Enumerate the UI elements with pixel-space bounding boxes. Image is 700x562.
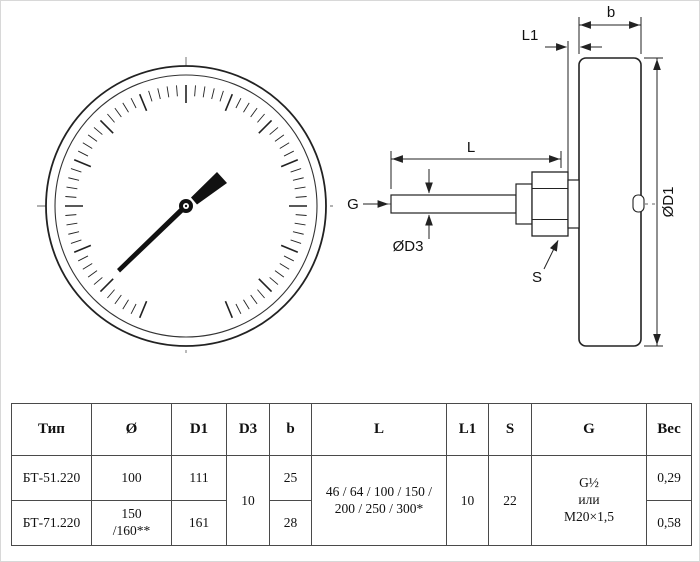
dim-label-S: S	[532, 269, 542, 286]
cell-s-merged: 22	[488, 455, 532, 546]
needle	[117, 203, 188, 273]
table-header-row: Тип Ø D1 D3 b L L1 S G Вес	[11, 403, 692, 456]
g-thread-line1: G½	[579, 475, 599, 491]
dimension-S: S	[532, 240, 559, 286]
dial-scale-ticks	[65, 85, 307, 319]
cell-d3-merged: 10	[226, 455, 270, 546]
cell-ves-1: 0,29	[646, 455, 692, 501]
col-header-ves: Вес	[646, 403, 692, 456]
dim-label-L: L	[467, 139, 475, 156]
l-values-line1: 46 / 64 / 100 / 150 /	[325, 483, 433, 499]
cell-b-1: 25	[269, 455, 312, 501]
col-header-s: S	[488, 403, 532, 456]
col-header-l1: L1	[446, 403, 489, 456]
cell-l1-merged: 10	[446, 455, 489, 546]
col-header-tip: Тип	[11, 403, 92, 456]
case-body	[578, 57, 642, 347]
dimensions: L b L1	[347, 4, 677, 347]
hex-nut	[531, 171, 569, 237]
front-view-dial	[37, 57, 335, 355]
dim-label-G: G	[347, 196, 359, 213]
table-row: БТ-51.220 100 111 10 25 46 / 64 / 100 / …	[11, 455, 692, 546]
o-value-line1: 150	[121, 506, 142, 522]
spec-table: Тип Ø D1 D3 b L L1 S G Вес БТ-51.220 100…	[11, 403, 692, 546]
case-latch	[632, 194, 645, 213]
cell-l-merged: 46 / 64 / 100 / 150 / 200 / 250 / 300*	[311, 455, 447, 546]
cell-tip-1: БТ-51.220	[11, 455, 92, 501]
dimension-D1: ØD1	[644, 57, 677, 347]
col-header-d1: D1	[171, 403, 227, 456]
col-header-l: L	[311, 403, 447, 456]
dimension-D3: ØD3	[393, 169, 433, 255]
col-header-d3: D3	[226, 403, 270, 456]
g-thread-line2: или	[578, 492, 600, 508]
col-header-o: Ø	[91, 403, 172, 456]
dimension-L: L	[390, 139, 562, 189]
l-values-line2: 200 / 250 / 300*	[334, 500, 424, 516]
dim-label-L1: L1	[522, 27, 539, 44]
cell-tip-2: БТ-71.220	[11, 500, 92, 546]
dim-label-D1: ØD1	[660, 187, 677, 218]
cell-ves-2: 0,58	[646, 500, 692, 546]
cell-d1-2: 161	[171, 500, 227, 546]
cell-b-2: 28	[269, 500, 312, 546]
dim-label-b: b	[607, 4, 615, 21]
cell-o-1: 100	[91, 455, 172, 501]
collar	[567, 179, 580, 229]
g-thread-line3: M20×1,5	[564, 508, 614, 524]
dim-label-D3: ØD3	[393, 238, 424, 255]
needle-flag	[191, 172, 227, 205]
needle-hub-dot	[184, 204, 188, 208]
table-row: БТ-71.220 150 /160** 161 28 0,58	[11, 500, 692, 546]
col-header-b: b	[269, 403, 312, 456]
dimension-L1: L1	[522, 27, 602, 173]
thread-section	[515, 183, 533, 225]
o-value-line2: /160**	[112, 523, 151, 538]
cell-o-2: 150 /160**	[91, 500, 172, 546]
stem-tube	[390, 194, 517, 214]
col-header-g: G	[531, 403, 647, 456]
cell-d1-1: 111	[171, 455, 227, 501]
dimension-G: G	[347, 196, 389, 213]
thermometer-drawing: L b L1	[37, 4, 677, 355]
side-view	[377, 57, 655, 347]
cell-g-merged: G½ или M20×1,5	[531, 455, 647, 546]
